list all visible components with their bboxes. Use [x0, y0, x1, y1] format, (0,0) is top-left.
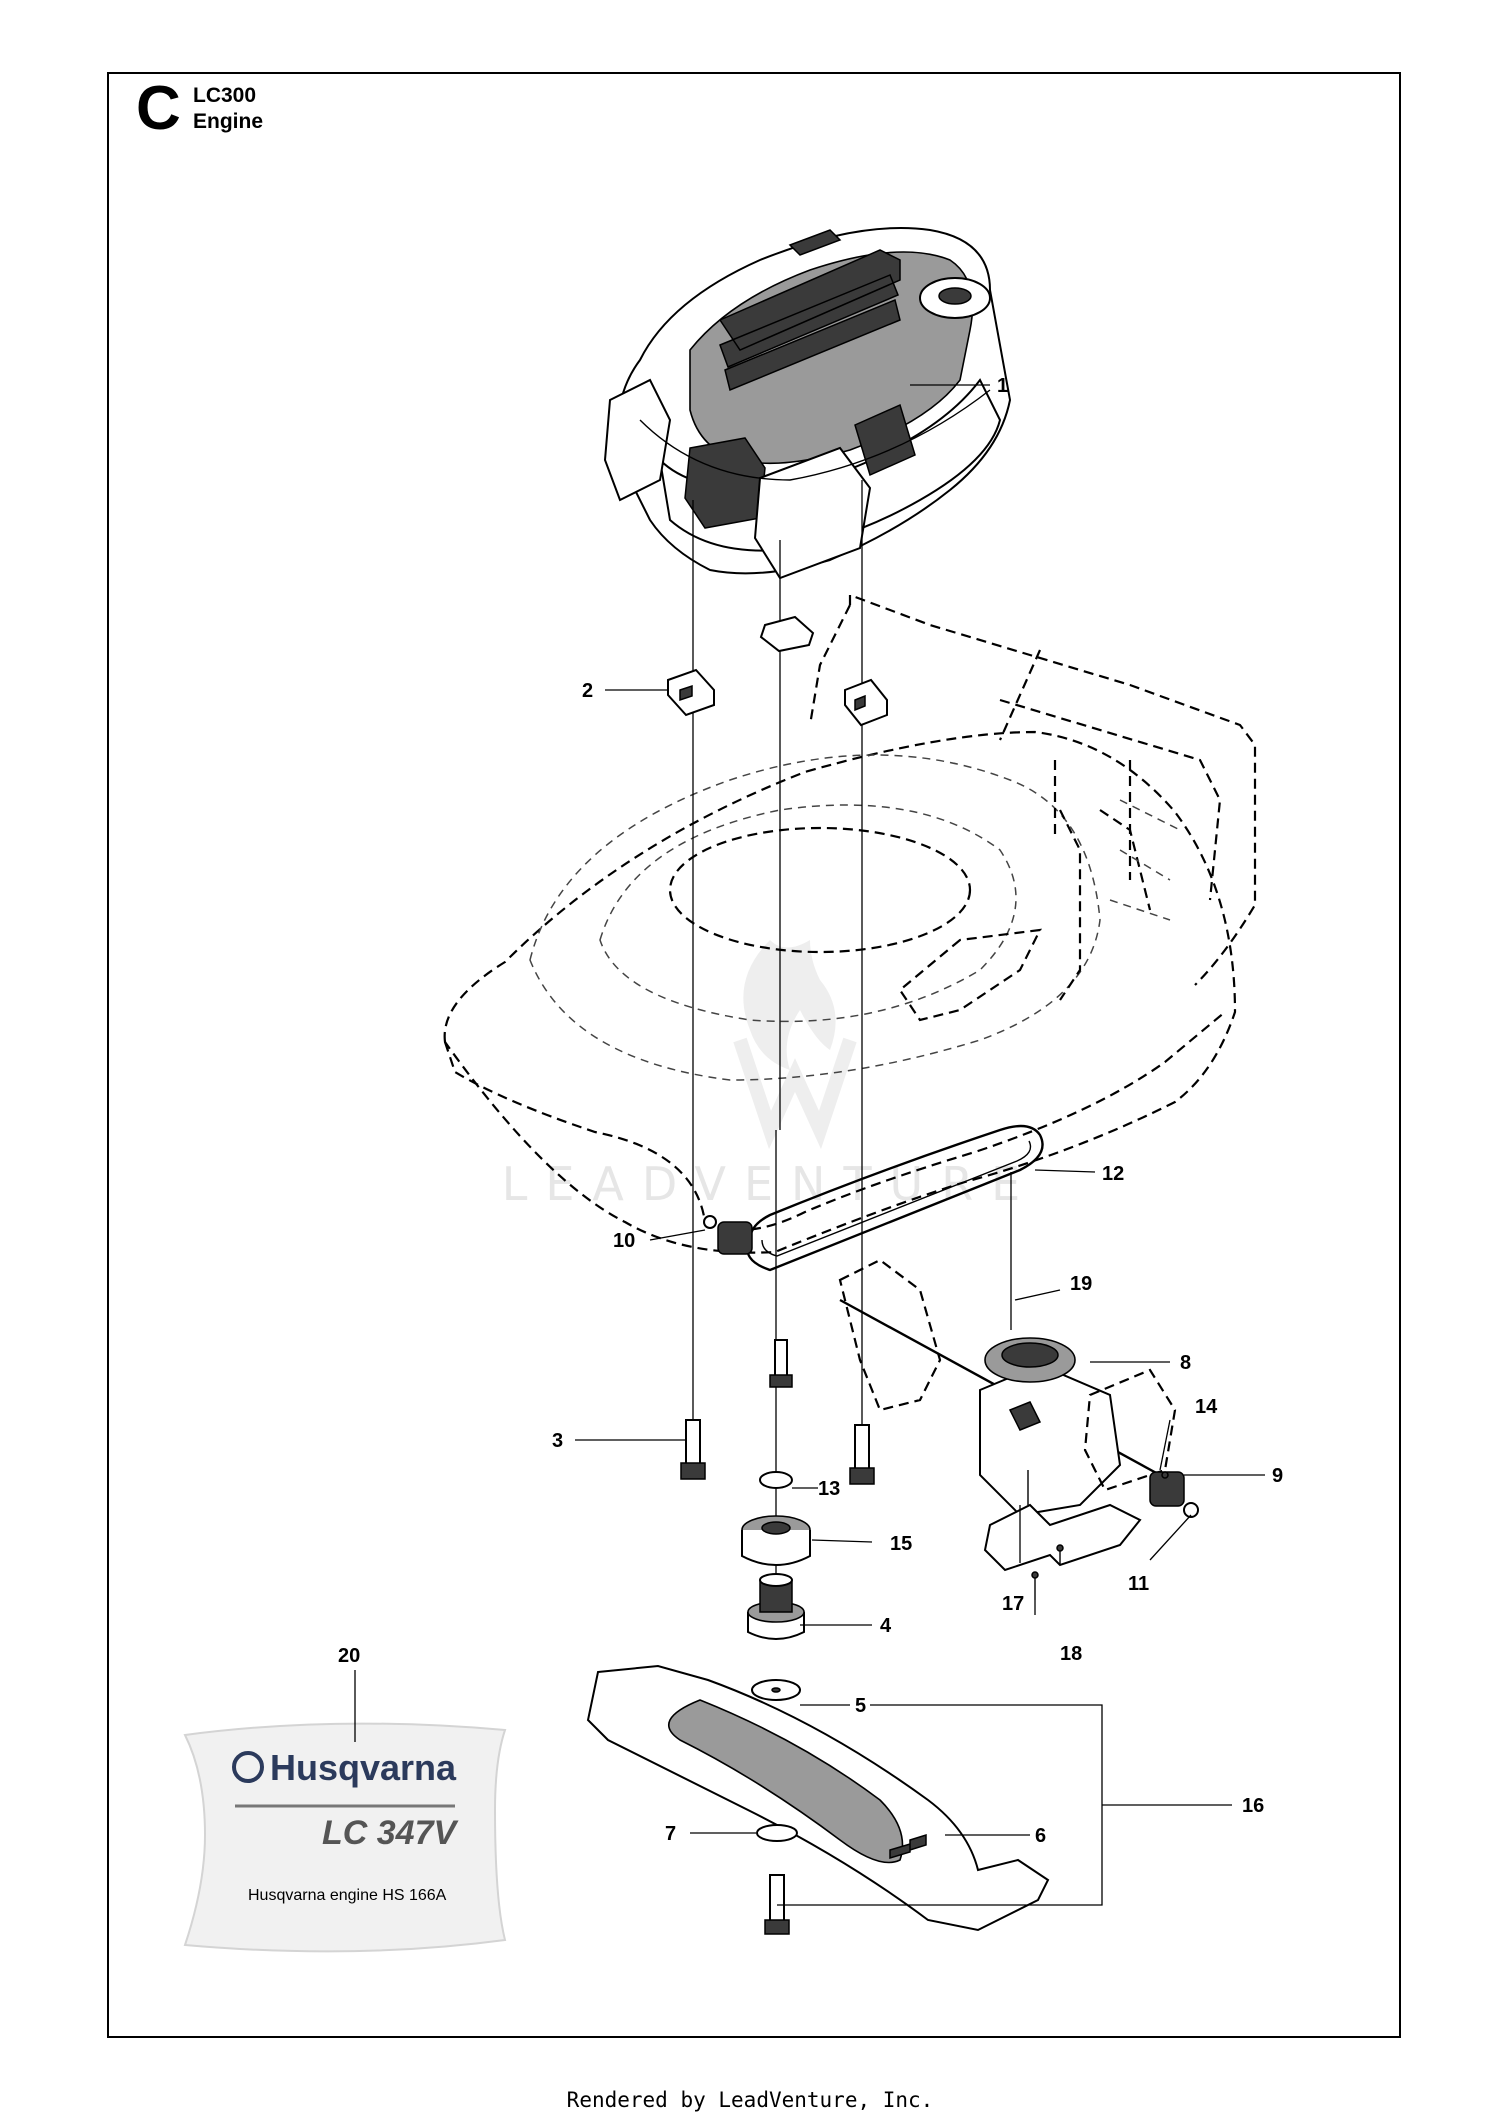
part-15-adapter — [741, 1515, 811, 1566]
mower-deck-outline — [443, 593, 1257, 1254]
diagram-frame — [107, 72, 1401, 2038]
engine-assembly — [603, 227, 1012, 580]
callout-3: 3 — [552, 1430, 563, 1452]
part-7-washer — [756, 1824, 798, 1935]
section-model: LC300 — [193, 84, 257, 107]
callout-labels: 1 2 3 4 5 6 7 8 9 10 11 12 13 14 15 16 1… — [338, 375, 1283, 1847]
part-2-mounts — [667, 615, 888, 727]
callout-12: 12 — [1102, 1163, 1124, 1185]
callout-leaders — [354, 384, 1265, 1906]
callout-16: 16 — [1242, 1795, 1264, 1817]
part-8-gearbox — [838, 1258, 1177, 1517]
callout-15: 15 — [890, 1533, 912, 1555]
callout-20: 20 — [338, 1645, 360, 1667]
part-12-belt — [746, 1124, 1044, 1272]
callout-18: 18 — [1060, 1643, 1082, 1665]
callout-9: 9 — [1272, 1465, 1283, 1487]
section-letter: C — [136, 74, 181, 143]
part-13-washer — [759, 1471, 793, 1489]
watermark: LEADVENTURE — [502, 940, 1039, 1211]
part-20-decal: Husqvarna LC 347V Husqvarna engine HS 16… — [183, 1722, 507, 1953]
part-9-pinion — [1149, 1471, 1199, 1518]
decal-brand: Husqvarna — [270, 1747, 457, 1788]
watermark-text: LEADVENTURE — [502, 1157, 1039, 1211]
part-4-hub — [747, 1573, 805, 1640]
callout-14: 14 — [1195, 1396, 1218, 1418]
callout-13: 13 — [818, 1478, 840, 1500]
callout-7: 7 — [665, 1823, 676, 1845]
callout-6: 6 — [1035, 1825, 1046, 1847]
callout-5: 5 — [855, 1695, 866, 1717]
part-5-washer — [751, 1679, 801, 1701]
callout-8: 8 — [1180, 1352, 1191, 1374]
footer-credit: Rendered by LeadVenture, Inc. — [566, 2088, 934, 2112]
callout-4: 4 — [880, 1615, 892, 1637]
section-name: Engine — [193, 110, 264, 133]
callout-1: 1 — [997, 375, 1008, 397]
part-3-bolts — [680, 1339, 875, 1485]
part-10-pinion — [703, 1215, 753, 1255]
decal-model: LC 347V — [322, 1814, 459, 1852]
callout-2: 2 — [582, 680, 593, 702]
callout-17: 17 — [1002, 1593, 1024, 1615]
part-17-bracket — [983, 1470, 1142, 1600]
callout-10: 10 — [613, 1230, 635, 1252]
callout-11: 11 — [1128, 1573, 1149, 1595]
part-6-blade — [586, 1664, 1050, 1932]
callout-19: 19 — [1070, 1273, 1092, 1295]
decal-engine: Husqvarna engine HS 166A — [248, 1887, 447, 1904]
